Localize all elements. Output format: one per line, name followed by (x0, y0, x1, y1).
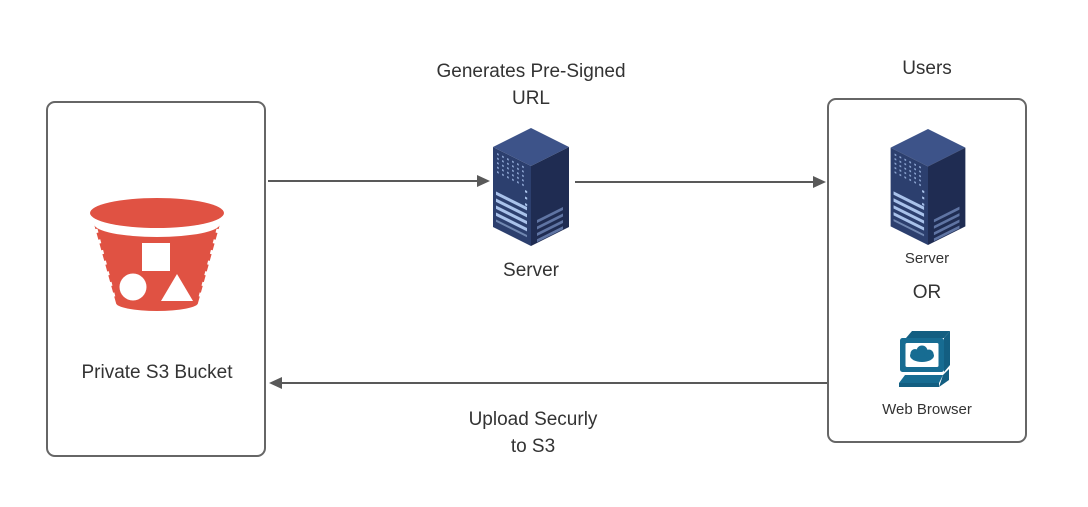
s3-bucket-node[interactable] (87, 197, 227, 319)
upload-securely-caption: Upload Securly to S3 (468, 409, 598, 457)
server-icon (886, 127, 970, 247)
web-browser-node[interactable] (899, 330, 957, 392)
web-browser-label: Web Browser (882, 401, 972, 418)
users-server-label: Server (904, 250, 950, 267)
or-label: OR (912, 282, 942, 303)
s3-bucket-icon (87, 197, 227, 319)
edge-line (268, 180, 480, 182)
arrowhead-right-icon (813, 175, 826, 188)
users-server-node[interactable] (886, 127, 970, 247)
arrowhead-left-icon (269, 376, 282, 389)
edge-line (575, 181, 816, 183)
presign-server-node[interactable] (489, 126, 573, 248)
generates-presigned-url-caption: Generates Pre-Signed URL (436, 61, 626, 109)
server-icon (489, 126, 573, 248)
edge-line (280, 382, 827, 384)
arrowhead-right-icon (477, 174, 490, 187)
users-title: Users (902, 58, 952, 79)
presign-server-label: Server (503, 260, 559, 281)
private-s3-bucket-label: Private S3 Bucket (81, 362, 233, 383)
web-browser-icon (899, 330, 957, 392)
